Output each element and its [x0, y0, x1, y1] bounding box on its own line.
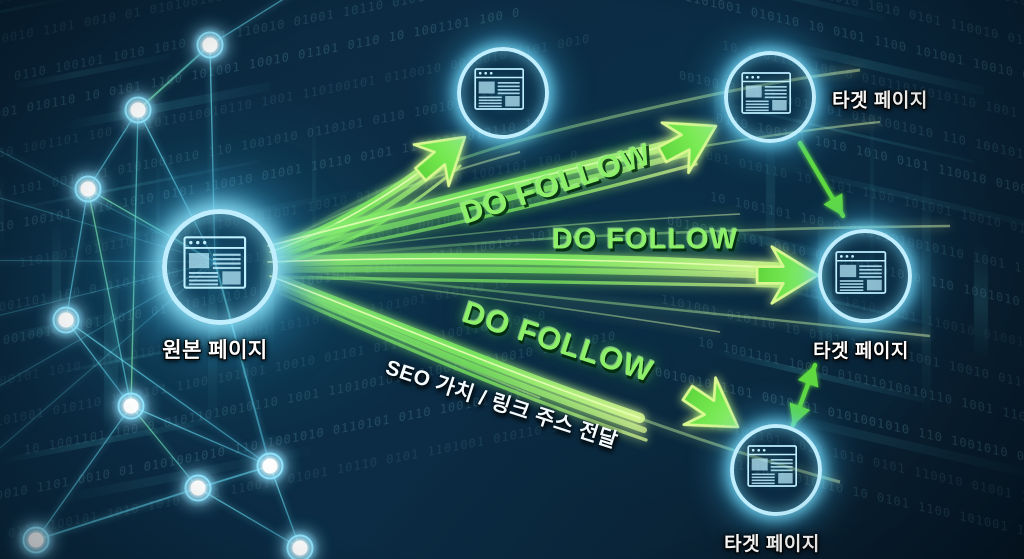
page-node-target_middle_right[interactable] — [818, 229, 912, 323]
arrow-top-to-middle — [797, 140, 846, 219]
page-node-source[interactable] — [162, 209, 278, 325]
node-label-target_top_right: 타겟 페이지 — [832, 90, 928, 112]
arrow-middle-to-bottom — [789, 362, 819, 428]
node-label-target_bottom_right: 타겟 페이지 — [724, 534, 820, 555]
page-node-target_bottom_right[interactable] — [730, 424, 822, 516]
browser-window-icon — [741, 72, 791, 114]
stream-to-middle-right — [268, 275, 784, 288]
browser-window-icon — [747, 445, 797, 487]
node-label-source: 원본 페이지 — [162, 339, 268, 362]
browser-window-icon — [474, 68, 524, 110]
node-label-target_middle_right: 타겟 페이지 — [813, 341, 909, 362]
arrowhead-to-middle-right — [755, 245, 820, 305]
arrowhead-to-top-right — [656, 121, 718, 175]
browser-window-icon — [835, 250, 887, 294]
browser-window-icon — [183, 235, 247, 289]
dofollow-2-label: DO FOLLOW — [551, 223, 739, 256]
page-node-target_top_center[interactable] — [457, 47, 549, 139]
page-node-target_top_right[interactable] — [724, 51, 816, 143]
